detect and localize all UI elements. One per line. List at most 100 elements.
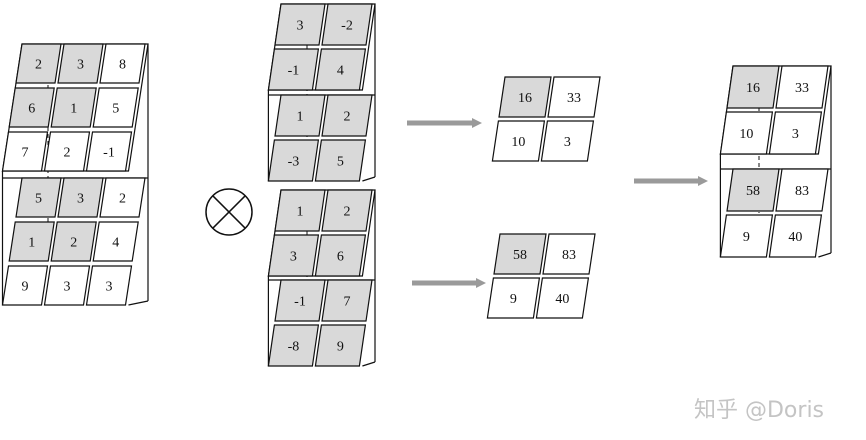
kernel-2-layer1-cell-value: -1	[294, 295, 306, 310]
input-tensor-layer1-cell-r0c1	[57, 177, 104, 218]
output-1-layer0-cell-r1c1	[540, 120, 595, 162]
input-tensor-layer0-cell-r1c2	[92, 87, 139, 128]
result-tensor-layer0-cell-r0c1	[775, 65, 829, 109]
input-tensor-layer0-cell-value: -1	[103, 146, 115, 161]
circled-times-stroke-b	[212, 195, 246, 229]
kernel-1-layer0-cell-value: 3	[297, 19, 304, 34]
input-tensor-layer1-cell-r1c1	[50, 221, 97, 262]
result-tensor-layer1-cell-value: 83	[795, 184, 809, 199]
input-tensor-layer0-cell-r2c0	[1, 131, 49, 172]
kernel-2-layer1-cell-value: 7	[344, 295, 351, 310]
kernel-2-layer0-cell-r0c1	[321, 189, 373, 232]
input-tensor-layer1-cell-r1c0	[8, 221, 55, 262]
result-tensor-layer1-cell-value: 58	[746, 184, 760, 199]
kernel-2-layer1-cell-r1c1	[314, 324, 367, 367]
input-tensor-layer0-cell-value: 7	[22, 146, 29, 161]
kernel-1-layer1-cell-value: 1	[297, 110, 304, 125]
kernel-2-layer1-cell-value: 9	[337, 340, 344, 355]
kernel-1-layer1-cell-r1c0	[267, 139, 320, 182]
kernel-2-layer0-cell-r1c1	[314, 234, 367, 277]
input-tensor-layer0-cell-r0c2	[99, 43, 146, 84]
input-tensor-layer1-cell-r0c2	[99, 177, 146, 218]
input-tensor-layer1-cell-value: 2	[119, 192, 126, 207]
input-tensor-layer1-cell-r0c0	[15, 177, 62, 218]
output-2-layer0-cell-r1c1	[535, 277, 590, 319]
result-tensor-layer0-cell-value: 3	[792, 127, 799, 142]
convolution-operator	[205, 188, 253, 236]
kernel-2-box-bottom-edge	[362, 361, 376, 367]
input-tensor-layer1-cell-r2c1	[43, 265, 91, 306]
output-1-layer0-cell-value: 10	[511, 135, 525, 150]
kernel-2-layer1-cell-value: -8	[288, 340, 300, 355]
result-tensor-layer0-cell-value: 10	[739, 127, 753, 142]
input-tensor-layer0-cell-value: 6	[28, 102, 35, 117]
input-tensor-layer1-cell-r1c2	[92, 221, 139, 262]
input-tensor-layer0-cell-value: 3	[77, 58, 84, 73]
watermark-text: 知乎 @Doris	[694, 398, 825, 423]
input-tensor-layer0-cell-r0c1	[57, 43, 104, 84]
kernel-1-layer1-cell-value: 2	[344, 110, 351, 125]
input-tensor-layer1-cell-value: 3	[106, 280, 113, 295]
input-tensor-layer0-cell-value: 5	[112, 102, 119, 117]
result-tensor-layer1-cell-r0c1	[775, 168, 829, 212]
kernel-2-layer0-cell-r0c0	[274, 189, 326, 232]
kernel-1-layer0-cell-value: -2	[341, 19, 353, 34]
kernel-1-layer0-cell-r0c1	[321, 3, 373, 46]
output-2-layer0-cell-value: 58	[513, 248, 527, 263]
output-1-layer0-cell-value: 16	[518, 91, 532, 106]
kernel-1-layer0-cell-r0c0	[274, 3, 326, 46]
output-2-layer0-cell-r1c0	[486, 277, 541, 319]
kernel-1-layer0-cell-value: 4	[337, 64, 344, 79]
output-2-layer0-cell-value: 40	[555, 292, 569, 307]
input-tensor-layer0-cell-value: 2	[35, 58, 42, 73]
output-1-layer0-cell-r1c0	[491, 120, 546, 162]
kernel-1-layer0-cell-r1c0	[267, 48, 320, 91]
flow-arrows	[407, 118, 708, 288]
output-2-layer0-cell-value: 83	[562, 248, 576, 263]
kernel-2-layer1-cell-r0c0	[274, 279, 326, 322]
kernel-1-layer1-cell-r0c1	[321, 94, 373, 137]
input-tensor-layer1-cell-value: 3	[77, 192, 84, 207]
kernel-1-layer1-cell-r0c0	[274, 94, 326, 137]
kernel-2-layer0-cell-value: 3	[290, 250, 297, 265]
kernel-2-layer0-cell-value: 6	[337, 250, 344, 265]
input-tensor-layer0-cell-value: 1	[70, 102, 77, 117]
input-tensor-layer1-cell-value: 5	[35, 192, 42, 207]
kernel-2-layer0-cell-value: 1	[297, 205, 304, 220]
output-2-layer0-cell-r0c1	[542, 233, 596, 275]
input-tensor-box-bottom-edge	[128, 300, 149, 306]
input-tensor-layer1-cell-r2c2	[85, 265, 133, 306]
result-tensor-layer1-cell-value: 9	[743, 230, 750, 245]
kernel-1-layer0-cell-r1c1	[314, 48, 367, 91]
kernel-1-layer1-cell-r1c1	[314, 139, 367, 182]
input-tensor-layer0-cell-r0c0	[15, 43, 62, 84]
result-tensor-layer1-cell-r1c0	[719, 214, 774, 258]
input-tensor-layer1-cell-r2c0	[1, 265, 49, 306]
kernel-1-layer1-cell-value: 5	[337, 155, 344, 170]
result-tensor-layer1-cell-value: 40	[788, 230, 802, 245]
input-tensor-layer0-cell-r2c1	[43, 131, 91, 172]
result-tensor-layer0-cell-value: 33	[795, 81, 809, 96]
result-tensor-layer1-cell-r0c0	[726, 168, 780, 212]
kernel-2-layer1-cell-r0c1	[321, 279, 373, 322]
input-tensor-layer1-cell-value: 4	[112, 236, 119, 251]
input-tensor-layer1-cell-value: 3	[64, 280, 71, 295]
output-2-layer0-cell-value: 9	[510, 292, 517, 307]
input-tensor-layer1-cell-value: 2	[70, 236, 77, 251]
result-tensor-box-bottom-edge	[818, 252, 832, 258]
input-tensor-layer1-cell-value: 9	[22, 280, 29, 295]
kernel-1-box-bottom-edge	[362, 176, 376, 182]
input-tensor-layer0-cell-r2c2	[85, 131, 133, 172]
output-1-layer0-cell-value: 3	[564, 135, 571, 150]
result-tensor-layer0-cell-r0c0	[726, 65, 780, 109]
result-tensor-layer0-cell-r1c1	[768, 111, 823, 155]
output-1-layer0-cell-r0c0	[498, 76, 552, 118]
input-tensor-layer0-cell-r1c1	[50, 87, 97, 128]
result-tensor-layer0-cell-value: 16	[746, 81, 760, 96]
output-1-layer0-cell-r0c1	[547, 76, 601, 118]
result-tensor-layer1-cell-r1c1	[768, 214, 823, 258]
input-tensor-layer0-cell-r1c0	[8, 87, 55, 128]
kernel-2-layer1-cell-r1c0	[267, 324, 320, 367]
